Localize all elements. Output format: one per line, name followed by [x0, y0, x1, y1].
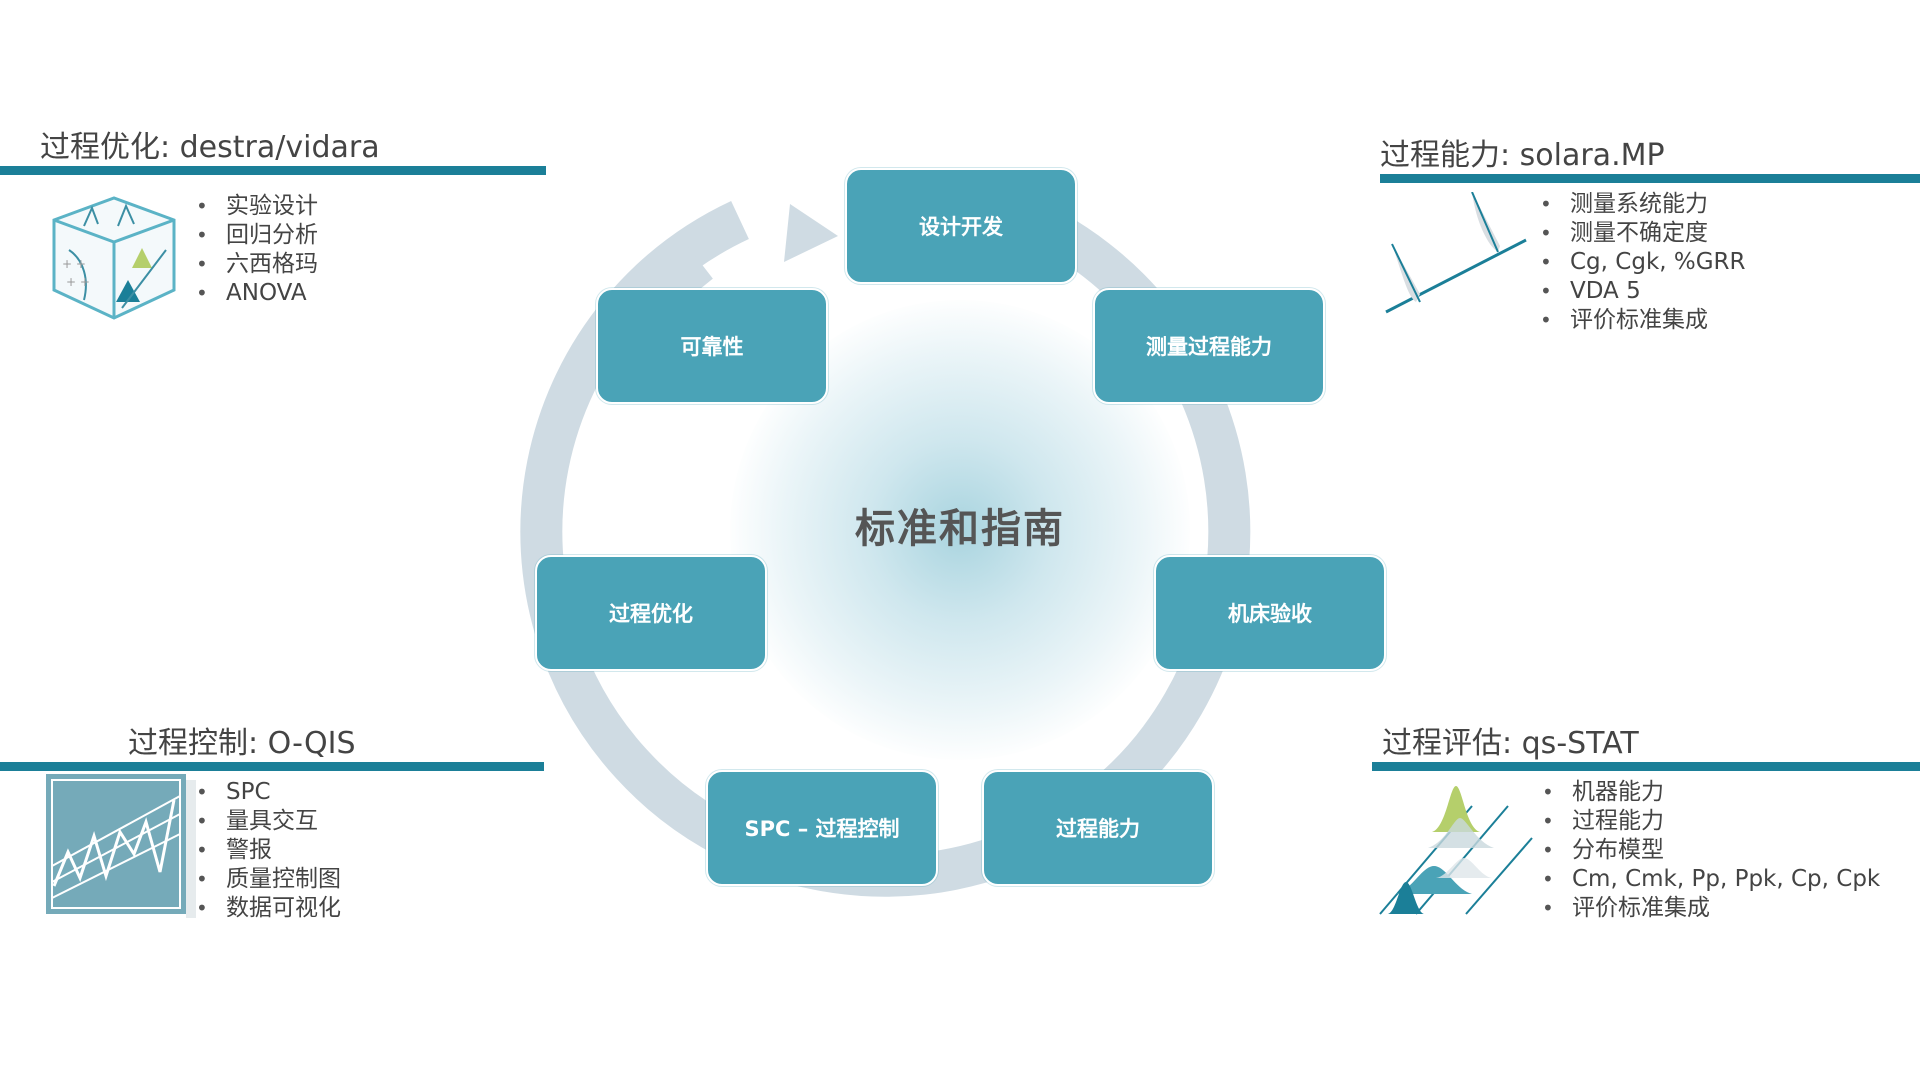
list-item: 过程能力 [1542, 807, 1880, 836]
svg-text:+ +: + + [62, 257, 86, 271]
panel-rule [0, 166, 546, 175]
bullet-list-capability: 测量系统能力 测量不确定度 Cg, Cgk, %GRR VDA 5 评价标准集成 [1540, 190, 1746, 335]
cube-doe-icon: + + + + [52, 196, 176, 320]
list-item: 分布模型 [1542, 836, 1880, 865]
list-item: 测量系统能力 [1540, 190, 1746, 219]
list-item: 测量不确定度 [1540, 219, 1746, 248]
list-item: 实验设计 [196, 192, 318, 221]
list-item: Cg, Cgk, %GRR [1540, 248, 1746, 277]
distribution-line-icon [1385, 192, 1527, 314]
distribution-curves-icon [1379, 786, 1533, 915]
svg-text:+ +: + + [66, 275, 90, 289]
list-item: SPC [196, 778, 341, 807]
panel-title-control: 过程控制: O-QIS [128, 726, 356, 761]
node-spc[interactable]: SPC – 过程控制 [706, 770, 938, 886]
panel-rule [1372, 762, 1920, 771]
bullet-list-assessment: 机器能力 过程能力 分布模型 Cm, Cmk, Pp, Ppk, Cp, Cpk… [1542, 778, 1880, 923]
node-process-optimization[interactable]: 过程优化 [535, 555, 767, 671]
list-item: 质量控制图 [196, 865, 341, 894]
list-item: 机器能力 [1542, 778, 1880, 807]
bullet-list-control: SPC 量具交互 警报 质量控制图 数据可视化 [196, 778, 341, 923]
list-item: Cm, Cmk, Pp, Ppk, Cp, Cpk [1542, 865, 1880, 894]
center-title: 标准和指南 [855, 506, 1065, 552]
node-machine-acceptance[interactable]: 机床验收 [1154, 555, 1386, 671]
bullet-list-optimization: 实验设计 回归分析 六西格玛 ANOVA [196, 192, 318, 308]
cycle-arrow-icon [784, 204, 838, 262]
panel-rule [0, 762, 544, 771]
node-process-capability[interactable]: 过程能力 [982, 770, 1214, 886]
node-measurement-capability[interactable]: 测量过程能力 [1093, 288, 1325, 404]
list-item: 警报 [196, 836, 341, 865]
node-reliability[interactable]: 可靠性 [596, 288, 828, 404]
list-item: 回归分析 [196, 221, 318, 250]
list-item: 数据可视化 [196, 894, 341, 923]
list-item: VDA 5 [1540, 277, 1746, 306]
panel-title-optimization: 过程优化: destra/vidara [40, 130, 380, 165]
node-design[interactable]: 设计开发 [845, 168, 1077, 284]
panel-title-capability: 过程能力: solara.MP [1380, 138, 1665, 173]
control-chart-icon [46, 774, 196, 918]
list-item: 量具交互 [196, 807, 341, 836]
panel-rule [1380, 174, 1920, 183]
list-item: 评价标准集成 [1542, 894, 1880, 923]
list-item: 六西格玛 [196, 250, 318, 279]
list-item: 评价标准集成 [1540, 306, 1746, 335]
list-item: ANOVA [196, 279, 318, 308]
panel-title-assessment: 过程评估: qs-STAT [1382, 726, 1639, 761]
